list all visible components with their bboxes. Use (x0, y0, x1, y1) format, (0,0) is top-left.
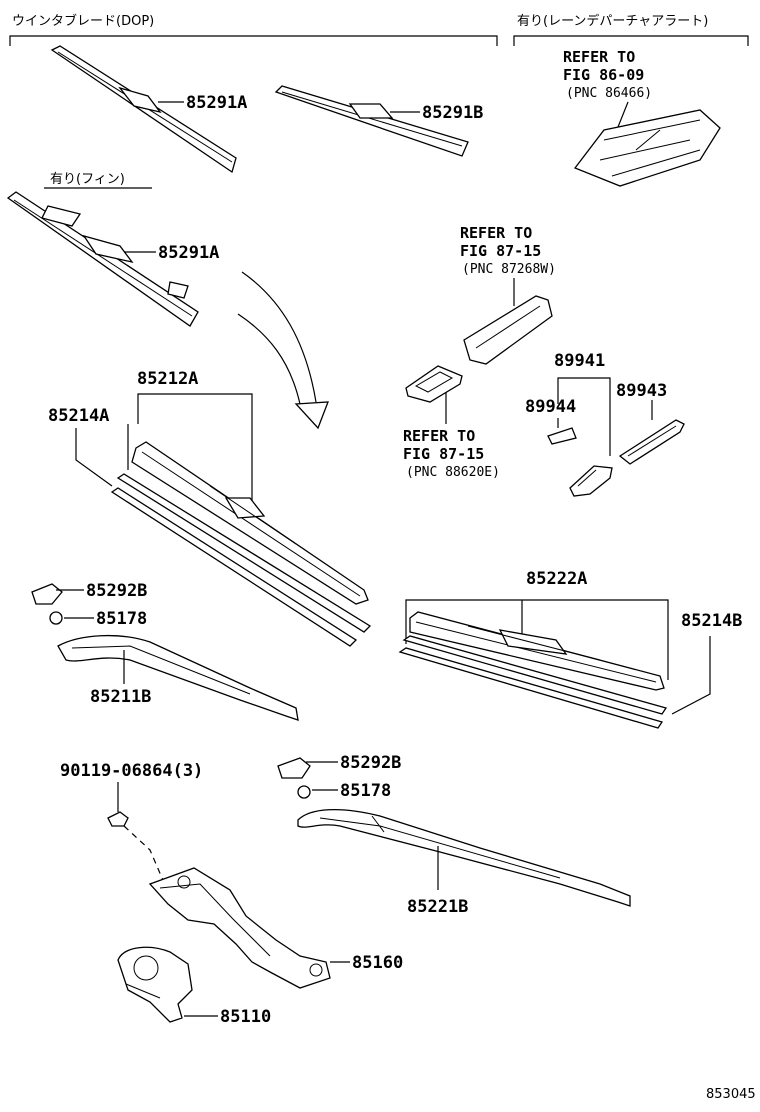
bracket-85212a (137, 393, 253, 514)
ref-87268w-line1: REFER TO (460, 224, 532, 242)
wiper-arm-85221b (297, 808, 631, 907)
ref-86-09-line2: FIG 86-09 (563, 66, 644, 84)
rubber-refill-85214a (110, 473, 372, 647)
bracket-rain-departure (513, 35, 749, 46)
ref-88620e-line1: REFER TO (403, 427, 475, 445)
spare-key (569, 465, 613, 497)
arrow-curve-outer (241, 271, 317, 403)
label-85222a: 85222A (526, 569, 587, 589)
leader-85214b (671, 636, 711, 715)
key-plate-89944 (547, 427, 577, 445)
dash-bolt-path (123, 825, 169, 893)
ref-86-09-line1: REFER TO (563, 48, 635, 66)
wiper-arm-85211b (57, 634, 299, 721)
ref-88620e-line2: FIG 87-15 (403, 445, 484, 463)
label-85211b: 85211B (90, 687, 151, 707)
wiper-motor-85110 (117, 946, 193, 1023)
arrow-head (294, 401, 329, 430)
arrow-curve-inner (237, 313, 301, 405)
label-89943: 89943 (616, 381, 667, 401)
label-85291b: 85291B (422, 103, 483, 123)
label-85214b: 85214B (681, 611, 742, 631)
header-rain-departure: 有り(レーンデパーチャアラート) (517, 13, 708, 29)
label-85110: 85110 (220, 1007, 271, 1027)
label-85221b: 85221B (407, 897, 468, 917)
winter-blade-85291a-fin (6, 191, 199, 327)
rain-sensor-cover (573, 109, 721, 187)
key-holder-89943 (618, 419, 685, 465)
winter-blade-85291a-top (50, 45, 237, 174)
label-85292b-right: 85292B (340, 753, 401, 773)
bracket-89941 (557, 377, 611, 456)
label-85160: 85160 (352, 953, 403, 973)
front-blade-85212a (131, 441, 369, 605)
bracket-dop (9, 35, 498, 46)
label-85212a: 85212A (137, 369, 198, 389)
wiper-link-85160 (148, 867, 331, 989)
bracket-85222a (405, 599, 669, 680)
leader-85214a (75, 428, 113, 487)
label-89944: 89944 (525, 397, 576, 417)
electronic-key (405, 365, 463, 403)
label-85214a: 85214A (48, 406, 109, 426)
label-85291a-top: 85291A (186, 93, 247, 113)
key-holder-bracket (463, 295, 553, 365)
blade-85222a (409, 611, 665, 691)
label-85292b-left: 85292B (86, 581, 147, 601)
ref-86-09-line3: (PNC 86466) (566, 86, 652, 101)
nut-85178-right (297, 785, 311, 799)
ref-88620e-line3: (PNC 88620E) (406, 465, 500, 480)
arm-cap-85292b-left (31, 583, 63, 605)
rubber-refill-85214b (398, 635, 668, 729)
header-fin: 有り(フィン) (50, 172, 125, 187)
label-89941: 89941 (554, 351, 605, 371)
ref-87268w-line2: FIG 87-15 (460, 242, 541, 260)
nut-85178-left (49, 611, 63, 625)
label-85178-left: 85178 (96, 609, 147, 629)
label-85178-right: 85178 (340, 781, 391, 801)
arm-cap-85292b-right (277, 757, 311, 779)
label-90119: 90119-06864(3) (60, 761, 203, 781)
catalog-code: 853045 (706, 1087, 756, 1102)
label-85291a-fin: 85291A (158, 243, 219, 263)
header-dop-blade: ウインタブレード(DOP) (12, 13, 154, 29)
ref-87268w-line3: (PNC 87268W) (462, 262, 556, 277)
winter-blade-85291b (274, 85, 469, 157)
bolt-90119 (107, 811, 129, 827)
